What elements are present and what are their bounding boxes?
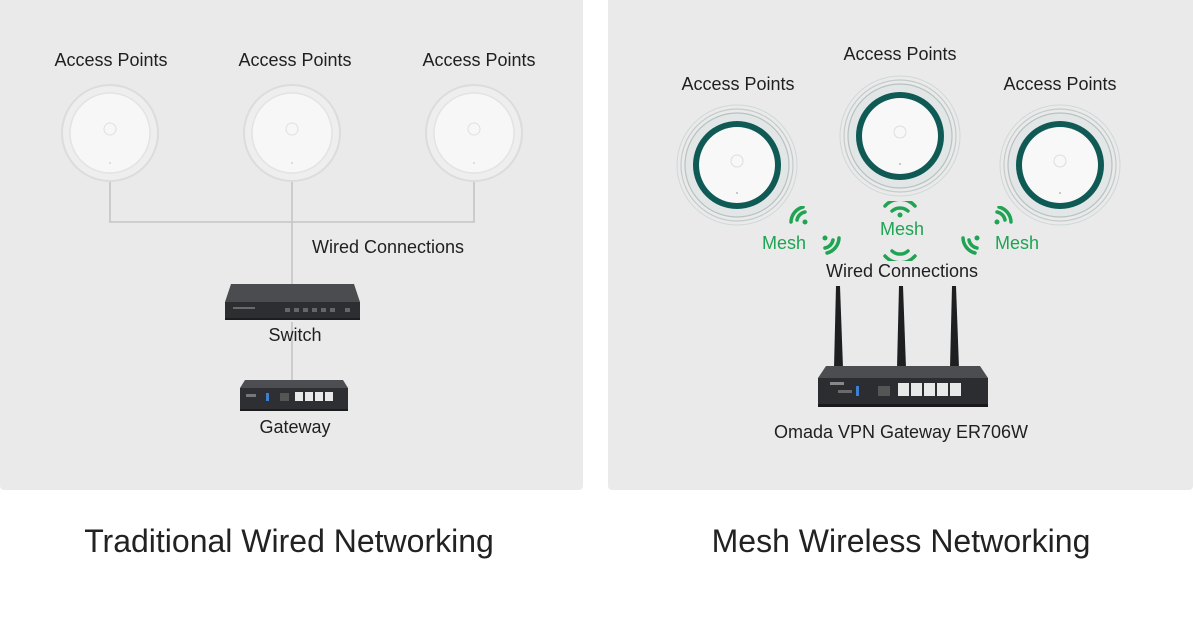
traditional-caption: Traditional Wired Networking [84,523,494,559]
access-point-icon [999,104,1121,226]
ap-label: Access Points [681,74,795,94]
gateway-label: Gateway [259,417,331,437]
switch-icon [225,284,360,320]
access-point-icon [425,84,523,182]
mesh-signal-icon [961,206,1013,255]
gateway-icon [240,380,348,411]
mesh-caption: Mesh Wireless Networking [711,523,1091,559]
wireless-gateway-icon [818,286,988,407]
mesh-panel: Access Points Access Points Access Point… [608,0,1193,490]
access-point-icon [676,104,798,226]
ap-label: Access Points [54,50,168,70]
mesh-label: Mesh [994,233,1040,253]
access-point-icon [61,84,159,182]
ap-label: Access Points [422,50,536,70]
access-point-icon [243,84,341,182]
ap-label: Access Points [238,50,352,70]
traditional-panel: Access Points Access Points Access Point… [0,0,583,490]
ap-label: Access Points [1003,74,1117,94]
gateway-label: Omada VPN Gateway ER706W [773,422,1029,442]
switch-label: Switch [268,325,322,345]
ap-label: Access Points [843,44,957,64]
mesh-signal-icon [789,206,841,255]
wired-connections-label: Wired Connections [825,261,979,281]
wired-connection-lines [109,170,475,380]
mesh-label: Mesh [879,219,925,239]
access-point-icon [839,75,961,197]
mesh-label: Mesh [761,233,807,253]
wired-connections-label: Wired Connections [311,237,465,257]
mesh-signal-icon [883,201,917,261]
